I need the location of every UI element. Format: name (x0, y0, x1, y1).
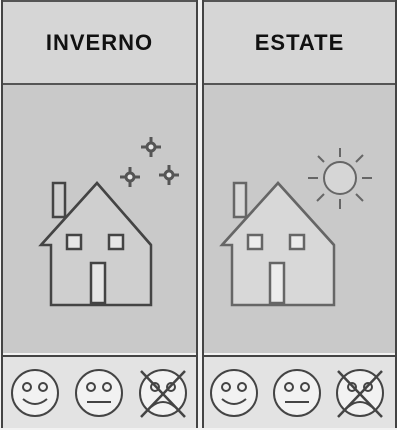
winter-header: INVERNO (3, 0, 196, 85)
summer-header: ESTATE (204, 0, 395, 85)
house-icon (219, 181, 336, 307)
winter-rating-row (3, 355, 196, 428)
summer-rating-row (204, 355, 395, 428)
house-icon (38, 181, 153, 307)
summer-title: ESTATE (254, 29, 345, 55)
winter-title: INVERNO (45, 29, 154, 55)
crossed-out-sad-face-icon[interactable] (336, 369, 384, 418)
neutral-face-icon[interactable] (273, 369, 321, 417)
smiling-face-icon[interactable] (210, 369, 258, 417)
sun-icon (308, 148, 372, 209)
smiling-face-icon[interactable] (11, 369, 59, 417)
winter-illustration (3, 85, 196, 353)
summer-panel: ESTATE (202, 0, 397, 428)
summer-illustration (204, 85, 395, 353)
snowflake-icon (120, 137, 179, 187)
winter-panel: INVERNO (1, 0, 198, 428)
crossed-out-sad-face-icon[interactable] (139, 369, 187, 418)
neutral-face-icon[interactable] (75, 369, 123, 417)
